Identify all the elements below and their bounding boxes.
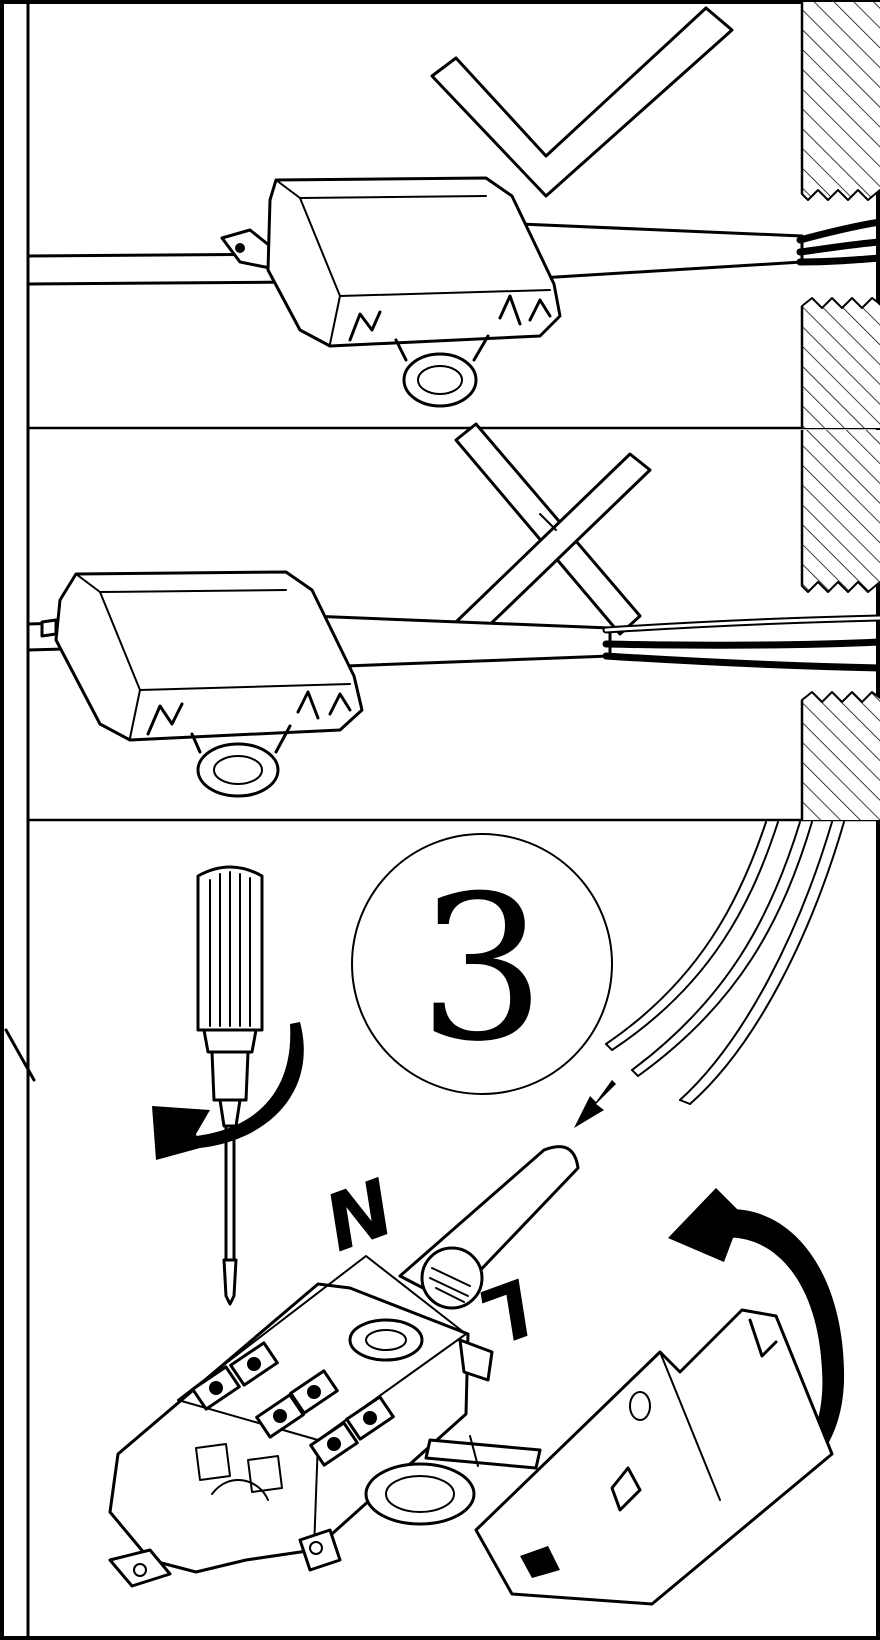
- terminal-label-n: N: [314, 1163, 406, 1270]
- step-3-badge: 3: [351, 833, 613, 1095]
- hinged-lid: [474, 1308, 834, 1606]
- screwdriver-icon: [196, 865, 264, 1306]
- connector-box-1: [220, 176, 562, 408]
- sheath-cable-right: [518, 222, 804, 280]
- wall-section-2: [800, 430, 880, 820]
- insert-arrow-icon: [574, 1080, 616, 1128]
- terminal-screws: [191, 1341, 395, 1467]
- terminal-block: [108, 1255, 542, 1588]
- panel-incorrect-installation: [26, 422, 880, 820]
- check-mark-icon: [430, 6, 734, 198]
- wall-section-1: [800, 2, 880, 428]
- sheath-cable-incorrect: [308, 614, 612, 668]
- cross-mark-icon: [454, 422, 652, 640]
- step-number: 3: [418, 853, 545, 1086]
- edge-tick-mark: [4, 1028, 36, 1082]
- loose-wires: [605, 821, 845, 1105]
- svg-text:N: N: [314, 1163, 406, 1270]
- panel-correct-installation: [26, 2, 880, 428]
- rotate-arrow-icon: [152, 1022, 304, 1160]
- earth-symbol-icon: [420, 1246, 484, 1310]
- connector-box-2: [54, 570, 364, 798]
- close-lid-arrow-icon: [668, 1188, 845, 1496]
- panel-step-3: 3: [108, 821, 845, 1606]
